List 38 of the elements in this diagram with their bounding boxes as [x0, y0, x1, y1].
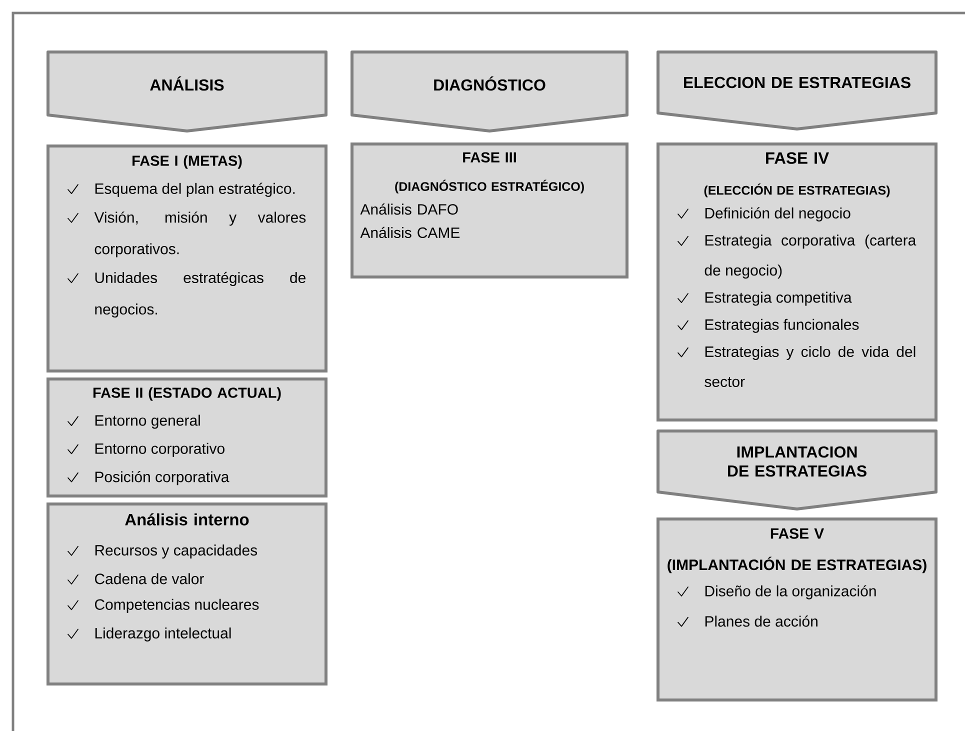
chevron-header: ELECCION DE ESTRATEGIAS	[656, 50, 938, 130]
checklist-item: Estrategia corporativa (cartera de negocio)	[678, 234, 916, 279]
phase-box	[350, 142, 628, 278]
checklist-item: Diseño de la organización	[678, 585, 876, 600]
list-item: Análisis DAFO	[360, 204, 458, 215]
checklist-item: Entorno corporativo	[68, 442, 224, 457]
box-heading: FASE IV	[766, 152, 829, 164]
phase-box	[46, 502, 328, 686]
phase-box	[46, 378, 328, 498]
box-heading: FASE V	[770, 528, 824, 539]
box-heading: FASE I (METAS)	[132, 155, 242, 169]
box-heading: (ELECCIÓN DE ESTRATEGIAS)	[704, 184, 890, 198]
checklist-item: Estrategias y ciclo de vida del sector	[678, 346, 916, 388]
box-heading: Análisis interno	[125, 513, 249, 526]
list-item: Análisis CAME	[360, 226, 460, 238]
box-heading: FASE II (ESTADO ACTUAL)	[93, 387, 281, 401]
box-heading: (DIAGNÓSTICO ESTRATÉGICO)	[395, 180, 584, 194]
checklist-item: Posición corporativa	[68, 471, 230, 486]
checklist-item: Recursos y capacidades	[68, 544, 258, 559]
checklist-item: Visión, misión y valores corporativos.	[68, 212, 306, 258]
chevron-header: ANÁLISIS	[46, 50, 328, 132]
checklist-item: Competencias nucleares	[68, 598, 259, 613]
phase-box	[656, 142, 938, 422]
chevron-header: IMPLANTACION DE ESTRATEGIAS	[656, 430, 938, 510]
checklist-item: Planes de acción	[678, 616, 818, 627]
chevron-header: DIAGNÓSTICO	[350, 50, 628, 132]
checklist-item: Unidades estratégicas de negocios.	[68, 272, 306, 318]
checklist-item: Estrategias funcionales	[678, 318, 859, 333]
checklist-item: Esquema del plan estratégico.	[68, 182, 295, 197]
checklist-item: Estrategia competitiva	[678, 292, 852, 306]
checklist-item: Entorno general	[68, 414, 200, 429]
phase-box	[656, 518, 938, 702]
checklist-item: Definición del negocio	[678, 207, 850, 222]
checklist-item: Cadena de valor	[68, 573, 204, 584]
box-heading: (IMPLANTACIÓN DE ESTRATEGIAS)	[668, 556, 926, 574]
checklist-item: Liderazgo intelectual	[68, 628, 231, 642]
phase-box	[46, 144, 328, 372]
box-heading: FASE III	[463, 152, 516, 162]
